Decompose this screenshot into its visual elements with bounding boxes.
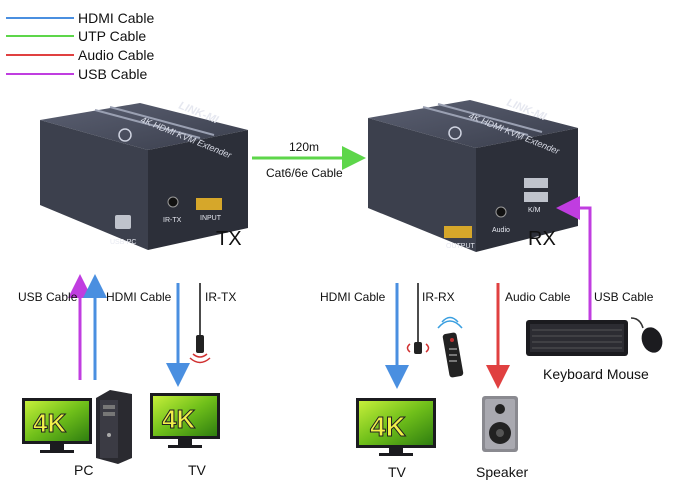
legend-label-audio: Audio Cable [78,47,155,63]
ir-rx-receiver-icon [414,342,422,354]
legend-label-hdmi: HDMI Cable [78,10,155,26]
tx-usb-port-label: USB-PC [110,239,136,246]
tx-extender: 4K HDMI KVM Extender LINK-MI USB-PC IR-T… [40,100,248,250]
rx-usb-port-1 [524,178,548,188]
rx-extender: 4K HDMI KVM Extender LINK-MI OUTPUT Audi… [368,97,578,252]
rx-usb-port-label: K/M [528,207,541,214]
legend-swatch-audio [6,54,74,56]
speaker-label: Speaker [476,464,529,480]
pc-screen-text: 4K [33,408,66,438]
tx-hdmi-port [196,198,222,210]
usb-cable-label-left: USB Cable [18,290,78,304]
tv-left-label: TV [188,462,206,478]
hdmi-cable-label-right: HDMI Cable [320,290,386,304]
legend-item-usb: USB Cable [6,66,147,82]
tv-right-label: TV [388,464,406,480]
rx-logo-icon [448,126,462,140]
pc-tower-icon [96,390,132,464]
keyboard-mouse-label: Keyboard Mouse [543,366,649,382]
legend-item-hdmi: HDMI Cable [6,10,154,26]
tv-left-screen-text: 4K [162,404,195,434]
tx-logo-icon [118,128,132,142]
legend-swatch-hdmi [6,17,74,19]
tx-ir-port [167,196,179,208]
rx-usb-port-2 [524,192,548,202]
rx-label: RX [528,228,556,250]
ir-rx-signal-icon [406,343,430,353]
legend-swatch-utp [6,35,74,37]
keyboard-icon [526,320,628,356]
tx-ir-port-label: IR-TX [163,217,182,224]
legend-item-utp: UTP Cable [6,28,146,44]
tx-hdmi-port-label: INPUT [200,215,222,222]
ir-rx-label: IR-RX [422,290,455,304]
tx-front [148,130,248,250]
rx-hdmi-port-label: OUTPUT [446,243,476,250]
ir-tx-label: IR-TX [205,290,237,304]
usb-cable-label-right: USB Cable [594,290,654,304]
legend-item-audio: Audio Cable [6,47,154,63]
legend-label-utp: UTP Cable [78,28,147,44]
rx-top [368,100,578,148]
tx-label: TX [216,228,242,250]
link-cable-label: Cat6/6e Cable [266,166,343,180]
remote-control-icon [437,316,464,378]
tv-left-icon: 4K [150,393,220,448]
rx-front [476,128,578,252]
link-distance-label: 120m [289,140,320,154]
tv-right-icon: 4K [356,398,436,456]
rx-side [368,118,476,252]
rx-hdmi-port [444,226,472,238]
rx-audio-port [495,206,507,218]
tx-usb-port [115,215,131,229]
legend-label-usb: USB Cable [78,66,148,82]
speaker-icon [482,396,518,452]
ir-tx-signal-icon [189,353,211,364]
legend-swatch-usb [6,73,74,75]
pc-monitor-icon: 4K [22,398,92,453]
tx-top [40,103,248,150]
tv-right-screen-text: 4K [370,411,406,442]
rx-audio-port-label: Audio [492,227,510,234]
hdmi-cable-label-left: HDMI Cable [106,290,172,304]
audio-cable-label: Audio Cable [505,290,571,304]
ir-tx-emitter-icon [196,335,204,353]
usb-cable-arrow-right [556,196,592,320]
mouse-icon [630,317,663,353]
pc-label: PC [74,462,94,478]
